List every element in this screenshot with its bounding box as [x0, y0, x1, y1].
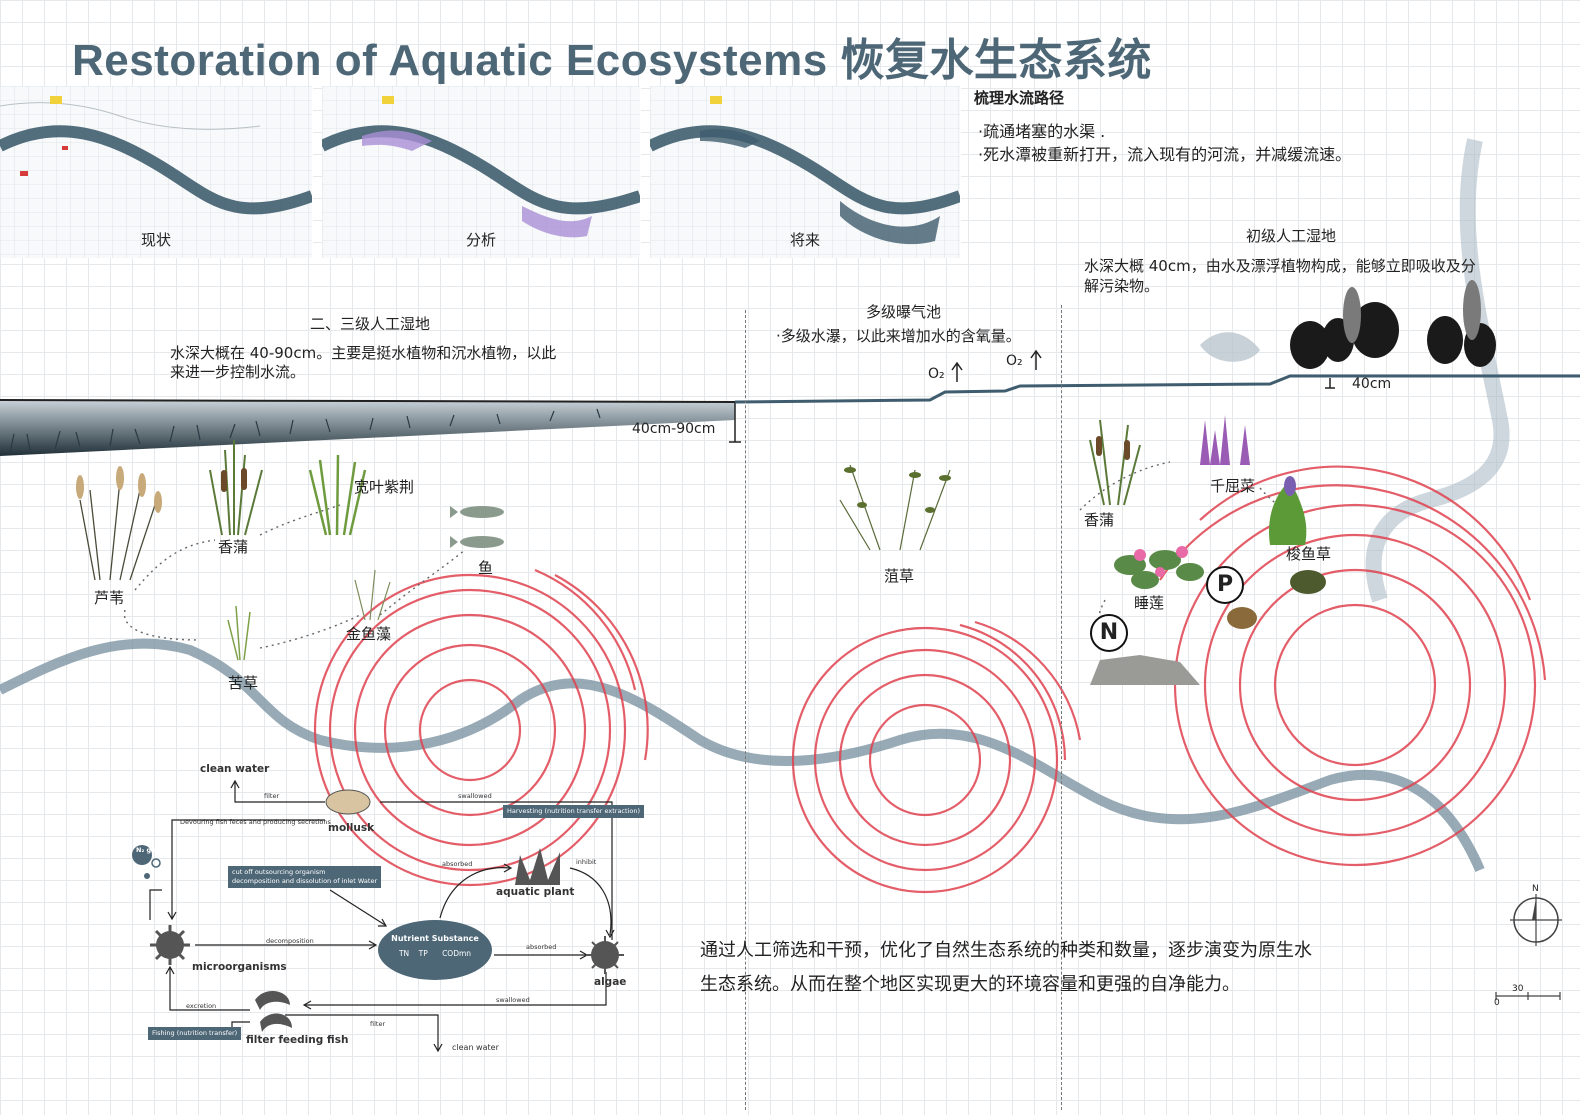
plant-label-eelgrass: 苦草 — [228, 674, 259, 692]
cycle-microorganisms: microorganisms — [192, 961, 287, 973]
cycle-excretion: excretion — [186, 1002, 217, 1010]
map-panel-analysis: 分析 — [322, 86, 641, 258]
primary-wetland-title: 初级人工湿地 — [1246, 227, 1337, 245]
scale-zero-label: 0 — [1494, 998, 1500, 1008]
map-future-illustration — [650, 86, 960, 258]
plant-label-hornwort: 金鱼藻 — [346, 625, 392, 643]
secondary-wetland-depth: 40cm-90cm — [632, 421, 716, 437]
cycle-absorbed-2: absorbed — [526, 943, 557, 951]
summary-line-2: 生态系统。从而在整个地区实现更大的环境容量和更强的自净能力。 — [700, 974, 1240, 995]
cycle-mollusk: mollusk — [328, 822, 375, 834]
divider-right — [1061, 305, 1062, 1110]
plant-label-lily: 睡莲 — [1134, 594, 1165, 612]
plant-label-pontederia: 宽叶紫荆 — [354, 478, 415, 496]
cycle-clean-water-top: clean water — [200, 763, 270, 775]
cycle-cut-off-line-1: cut off outsourcing organism — [232, 868, 326, 876]
map-label-future: 将来 — [789, 231, 820, 249]
map-label-analysis: 分析 — [465, 231, 496, 249]
plant-label-pondweed: 菹草 — [884, 567, 915, 585]
cycle-algae: algae — [594, 976, 627, 988]
cycle-devouring: Devouring fish feces and producing secre… — [180, 818, 331, 826]
nutrient-substance-node: Nutrient Substance TN TP CODmn — [378, 920, 492, 980]
map-current-illustration — [0, 86, 312, 258]
primary-wetland-desc-1: 水深大概 40cm，由水及漂浮植物构成，能够立即吸收及分 — [1084, 257, 1476, 275]
divider-left — [745, 310, 746, 1110]
o2-label-1: O₂ — [928, 366, 945, 382]
map-analysis-illustration — [322, 86, 640, 258]
plant-label-reed: 芦苇 — [94, 589, 125, 607]
secondary-wetland-desc-2: 来进一步控制水流。 — [170, 363, 306, 381]
nutrient-items: TN TP CODmn — [398, 949, 472, 958]
map-panel-future: 将来 — [650, 86, 961, 258]
flow-path-item-1: ·疏通堵塞的水渠 . — [978, 122, 1106, 141]
cycle-clean-water-bottom: clean water — [452, 1043, 499, 1052]
plant-label-loosestrife: 千屈菜 — [1210, 477, 1256, 495]
cycle-harvesting-box: Harvesting (nutrition transfer extractio… — [503, 805, 644, 818]
plant-label-cattail-right: 香蒲 — [1084, 511, 1115, 529]
phosphorus-badge: P — [1206, 566, 1244, 604]
cycle-n-gas: N₂ gas — [136, 846, 160, 854]
page-title: Restoration of Aquatic Ecosystems 恢复水生态系… — [72, 36, 1152, 85]
primary-wetland-depth: 40cm — [1352, 376, 1392, 392]
summary-text: 通过人工筛选和干预，优化了自然生态系统的种类和数量，逐步演变为原生水 生态系统。… — [700, 934, 1312, 1002]
secondary-wetland-title: 二、三级人工湿地 — [310, 315, 431, 333]
cycle-aquatic-plant: aquatic plant — [496, 886, 575, 898]
o2-label-2: O₂ — [1006, 353, 1023, 369]
nutrient-title: Nutrient Substance — [391, 934, 479, 943]
aeration-desc: ·多级水瀑，以此来增加水的含氧量。 — [776, 327, 1021, 345]
cycle-swallowed-top: swallowed — [458, 792, 492, 800]
secondary-wetland-desc-1: 水深大概在 40-90cm。主要是挺水植物和沉水植物，以此 — [170, 344, 557, 362]
flow-path-heading: 梳理水流路径 — [974, 89, 1065, 107]
map-label-current: 现状 — [140, 231, 171, 249]
cycle-inhibit: inhibit — [576, 858, 597, 866]
cycle-absorbed-1: absorbed — [442, 860, 473, 868]
plant-label-pickerel: 梭鱼草 — [1286, 545, 1332, 563]
compass-north-label: N — [1532, 884, 1539, 894]
flow-path-item-2: ·死水潭被重新打开，流入现有的河流，并减缓流速。 — [978, 145, 1352, 164]
cycle-filter-top: filter — [264, 792, 280, 800]
compass-icon — [1495, 894, 1562, 1000]
primary-wetland-desc-2: 解污染物。 — [1084, 277, 1160, 295]
cycle-filter-bottom: filter — [370, 1020, 386, 1028]
plant-label-fish: 鱼 — [478, 559, 494, 577]
nitrogen-badge: N — [1090, 614, 1128, 652]
summary-line-1: 通过人工筛选和干预，优化了自然生态系统的种类和数量，逐步演变为原生水 — [700, 940, 1312, 961]
nutrient-cycle-diagram — [132, 779, 624, 1053]
cycle-fishing-box: Fishing (nutrition transfer) — [148, 1027, 242, 1040]
aeration-title: 多级曝气池 — [866, 303, 942, 321]
cycle-decomposition: decomposition — [266, 937, 314, 945]
scale-label: 30 — [1512, 984, 1524, 994]
cycle-cut-off-line-2: decomposition and dissolution of inlet W… — [232, 877, 378, 885]
plant-label-cattail: 香蒲 — [218, 538, 249, 556]
map-panel-current: 现状 — [0, 86, 313, 258]
cycle-cut-off-box: cut off outsourcing organism decompositi… — [228, 866, 382, 888]
cycle-filter-fish: filter feeding fish — [246, 1034, 349, 1046]
cycle-swallowed-bottom: swallowed — [496, 996, 530, 1004]
